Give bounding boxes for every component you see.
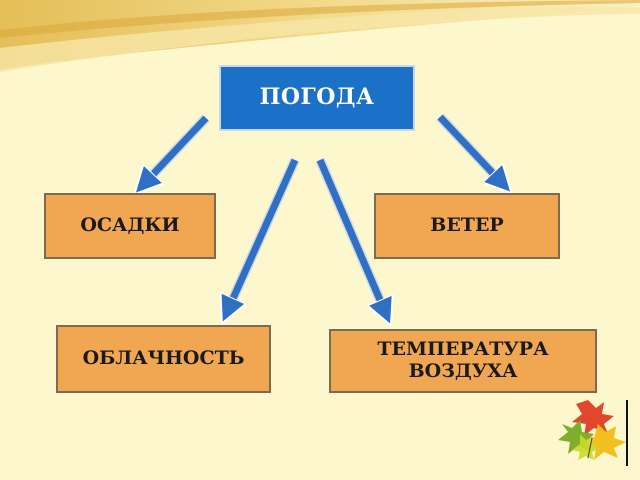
node-veter: ВЕТЕР [374, 193, 560, 259]
node-pogoda-label: ПОГОДА [259, 84, 375, 111]
node-pogoda: ПОГОДА [219, 65, 415, 131]
node-temperatura-label: ТЕМПЕРАТУРА ВОЗДУХА [377, 338, 549, 382]
top-swoosh [0, 0, 640, 72]
arrow-to-veter [436, 113, 503, 184]
node-oblachnost: ОБЛАЧНОСТЬ [56, 325, 271, 393]
arrow-to-temperatura [315, 158, 386, 314]
arrow-to-oblachnost [227, 157, 300, 312]
node-veter-label: ВЕТЕР [430, 214, 504, 237]
edge-arrows [143, 113, 503, 314]
node-osadki: ОСАДКИ [44, 193, 216, 259]
node-temperatura-vozdukha: ТЕМПЕРАТУРА ВОЗДУХА [329, 329, 597, 393]
autumn-leaves-icon [558, 400, 626, 460]
arrow-to-osadki [143, 114, 210, 185]
node-oblachnost-label: ОБЛАЧНОСТЬ [82, 347, 245, 370]
node-osadki-label: ОСАДКИ [80, 214, 180, 237]
